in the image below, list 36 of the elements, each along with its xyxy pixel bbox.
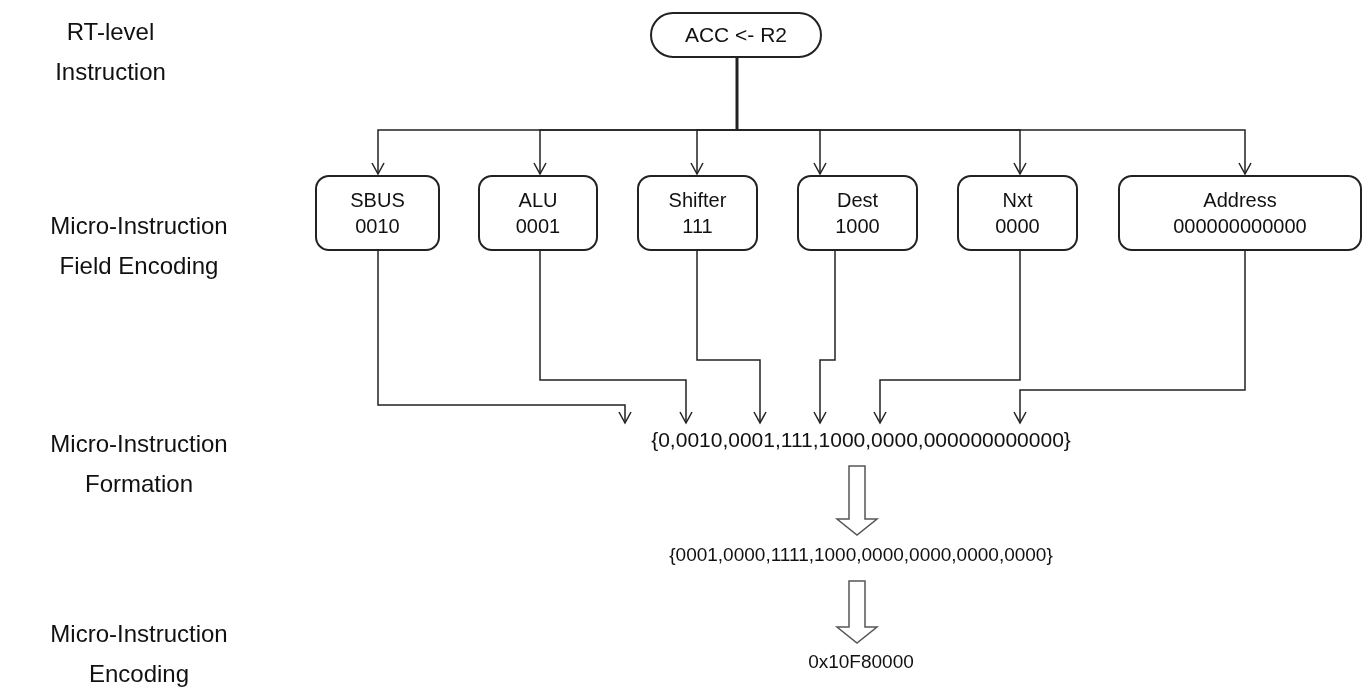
node-text: 000000000000 xyxy=(1173,214,1307,239)
arrow xyxy=(873,250,1021,424)
node-text: Shifter xyxy=(668,188,727,213)
node-text: ACC <- R2 xyxy=(684,22,788,49)
stage-label: Micro-Instruction Formation xyxy=(49,429,229,499)
arrow xyxy=(813,250,836,424)
field-box xyxy=(315,175,440,251)
node-text: Nxt xyxy=(1002,188,1033,213)
node-text: 0000 xyxy=(995,214,1040,239)
hollow-arrow xyxy=(834,580,880,644)
field-box xyxy=(1118,175,1362,251)
node-text: 0010 xyxy=(355,214,400,239)
node-text: {0,0010,0001,111,1000,0000,000000000000} xyxy=(651,427,1071,454)
node-text: 0x10F80000 xyxy=(808,649,914,674)
node-text: ALU xyxy=(518,188,558,213)
arrow xyxy=(377,250,632,424)
arrow xyxy=(1013,250,1246,424)
node-text: 1000 xyxy=(835,214,880,239)
hollow-arrow xyxy=(834,465,880,536)
field-box xyxy=(797,175,918,251)
node-text: Dest xyxy=(836,188,879,213)
field-box xyxy=(637,175,758,251)
arrow xyxy=(539,250,693,424)
field-box xyxy=(957,175,1078,251)
stage-label: Micro-Instruction Field Encoding xyxy=(49,211,229,281)
node-text: 111 xyxy=(682,214,713,239)
stage-label: RT-level Instruction xyxy=(54,17,167,87)
arrow xyxy=(696,250,767,424)
field-box xyxy=(478,175,598,251)
node-text: SBUS xyxy=(350,188,405,213)
instruction-pill xyxy=(650,12,822,58)
trunk-line xyxy=(735,58,739,130)
node-text: {0001,0000,1111,1000,0000,0000,0000,0000} xyxy=(669,542,1053,567)
node-text: Address xyxy=(1203,188,1277,213)
node-text: 0001 xyxy=(515,214,561,239)
stage-label: Micro-Instruction Encoding xyxy=(49,619,229,689)
